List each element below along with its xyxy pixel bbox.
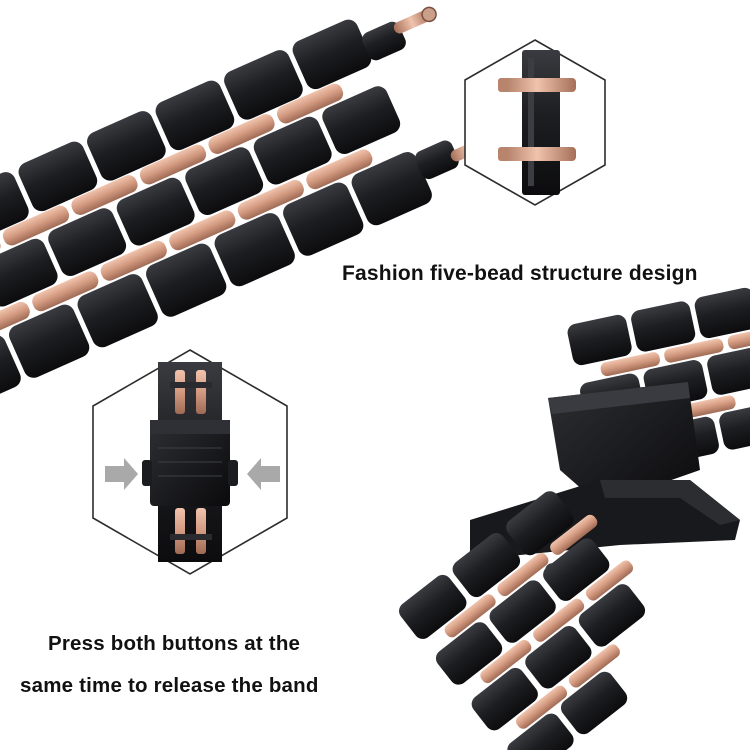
band-row-rose-1 bbox=[0, 83, 344, 276]
folding-clasp-top bbox=[548, 382, 700, 505]
clasp-plate bbox=[150, 420, 230, 506]
spring-bar-top bbox=[498, 78, 576, 92]
feature-caption-five-bead: Fashion five-bead structure design bbox=[342, 262, 698, 285]
band-row-outer-top bbox=[0, 19, 372, 242]
top-band bbox=[0, 6, 494, 409]
feature-caption-release-line1: Press both buttons at the bbox=[48, 632, 301, 655]
hexagon-end-piece-detail bbox=[464, 39, 606, 206]
bottom-band-with-clasp bbox=[399, 287, 750, 750]
feature-caption-release-line2: same time to release the band bbox=[20, 674, 319, 697]
band-row-rose-2 bbox=[0, 149, 373, 342]
spring-bar-bottom bbox=[498, 147, 576, 161]
band-end-lugs bbox=[362, 6, 494, 180]
arrow-left-icon bbox=[247, 458, 280, 490]
hexagon-clasp-detail bbox=[92, 349, 288, 575]
band-row-center bbox=[0, 86, 401, 307]
end-piece-body bbox=[522, 50, 560, 195]
arrow-right-icon bbox=[105, 458, 138, 490]
band-row-outer-bottom bbox=[0, 152, 432, 409]
